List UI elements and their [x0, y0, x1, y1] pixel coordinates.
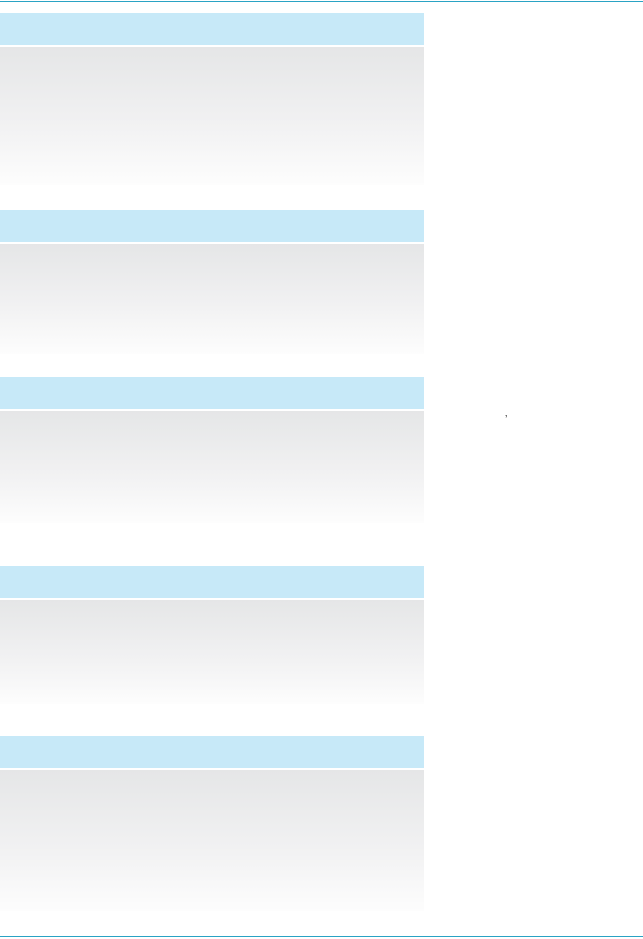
section-4-body [0, 600, 424, 704]
section-4-header [0, 566, 424, 600]
section-5-body [0, 770, 424, 911]
section-1-body [0, 47, 424, 185]
section-1-header [0, 13, 424, 47]
section-4 [0, 566, 424, 704]
section-1 [0, 13, 424, 185]
section-2-body [0, 244, 424, 354]
top-rule [0, 1, 643, 2]
section-2 [0, 210, 424, 354]
section-2-header [0, 210, 424, 244]
bottom-rule [0, 936, 643, 937]
section-3-body [0, 411, 424, 523]
section-5 [0, 736, 424, 911]
section-3 [0, 377, 424, 523]
section-3-header [0, 377, 424, 411]
stray-mark: ʼ [505, 414, 508, 426]
section-5-header [0, 736, 424, 770]
